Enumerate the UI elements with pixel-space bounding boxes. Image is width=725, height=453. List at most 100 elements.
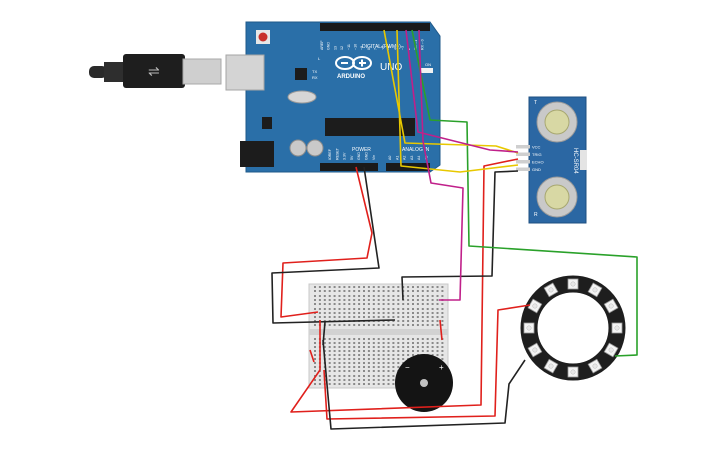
breadboard-hole[interactable]: [314, 379, 316, 381]
breadboard-hole[interactable]: [426, 312, 429, 314]
wire-gnd-to-breadboard[interactable]: [271, 166, 396, 324]
breadboard-hole[interactable]: [372, 295, 375, 297]
breadboard-hole[interactable]: [363, 350, 365, 352]
breadboard-hole[interactable]: [436, 346, 439, 348]
breadboard-hole[interactable]: [387, 375, 390, 377]
breadboard-hole[interactable]: [318, 312, 321, 314]
breadboard-hole[interactable]: [372, 383, 375, 385]
breadboard-hole[interactable]: [333, 308, 336, 310]
breadboard-hole[interactable]: [323, 290, 326, 292]
breadboard-hole[interactable]: [318, 379, 321, 381]
breadboard-hole[interactable]: [338, 295, 341, 297]
breadboard-hole[interactable]: [348, 295, 351, 297]
breadboard-hole[interactable]: [314, 370, 316, 372]
breadboard-hole[interactable]: [436, 338, 439, 340]
breadboard-hole[interactable]: [343, 324, 346, 326]
breadboard-hole[interactable]: [328, 370, 331, 372]
breadboard-hole[interactable]: [416, 346, 419, 348]
breadboard-hole[interactable]: [343, 299, 346, 301]
wire-vcc-to-sensor[interactable]: [290, 158, 519, 413]
breadboard-hole[interactable]: [377, 303, 380, 305]
breadboard-hole[interactable]: [431, 303, 434, 305]
breadboard-hole[interactable]: [328, 383, 331, 385]
breadboard-hole[interactable]: [328, 346, 331, 348]
breadboard-hole[interactable]: [412, 320, 414, 322]
breadboard-hole[interactable]: [338, 383, 341, 385]
breadboard-hole[interactable]: [367, 383, 370, 385]
breadboard-hole[interactable]: [431, 346, 434, 348]
breadboard-hole[interactable]: [402, 350, 405, 352]
breadboard-hole[interactable]: [353, 350, 356, 352]
breadboard-hole[interactable]: [367, 375, 370, 377]
breadboard-hole[interactable]: [441, 350, 444, 352]
breadboard-hole[interactable]: [353, 358, 356, 360]
breadboard-hole[interactable]: [323, 316, 326, 318]
breadboard-hole[interactable]: [363, 312, 365, 314]
wire-gnd-to-sensor[interactable]: [401, 170, 519, 301]
breadboard-hole[interactable]: [323, 312, 326, 314]
breadboard-hole[interactable]: [421, 324, 424, 326]
breadboard-hole[interactable]: [367, 354, 370, 356]
breadboard-hole[interactable]: [323, 286, 326, 288]
breadboard-hole[interactable]: [392, 350, 395, 352]
breadboard-hole[interactable]: [353, 346, 356, 348]
breadboard-hole[interactable]: [426, 290, 429, 292]
breadboard-hole[interactable]: [416, 350, 419, 352]
breadboard-hole[interactable]: [402, 342, 405, 344]
breadboard-hole[interactable]: [338, 316, 341, 318]
breadboard-hole[interactable]: [392, 362, 395, 364]
breadboard-hole[interactable]: [328, 316, 331, 318]
breadboard-hole[interactable]: [333, 299, 336, 301]
breadboard-hole[interactable]: [363, 308, 365, 310]
breadboard-hole[interactable]: [402, 324, 405, 326]
breadboard-hole[interactable]: [363, 346, 365, 348]
breadboard-hole[interactable]: [416, 338, 419, 340]
breadboard-hole[interactable]: [333, 324, 336, 326]
breadboard-hole[interactable]: [314, 362, 316, 364]
breadboard-hole[interactable]: [441, 290, 444, 292]
breadboard-hole[interactable]: [353, 312, 356, 314]
breadboard-hole[interactable]: [333, 290, 336, 292]
breadboard-hole[interactable]: [397, 286, 400, 288]
breadboard-hole[interactable]: [314, 308, 316, 310]
breadboard-hole[interactable]: [377, 316, 380, 318]
breadboard-hole[interactable]: [392, 312, 395, 314]
breadboard-hole[interactable]: [441, 295, 444, 297]
breadboard-hole[interactable]: [436, 320, 439, 322]
breadboard-hole[interactable]: [377, 290, 380, 292]
breadboard-hole[interactable]: [382, 358, 385, 360]
wire-bb-red-jumper-2[interactable]: [309, 349, 315, 363]
breadboard-hole[interactable]: [314, 354, 316, 356]
wire-data-to-neopixel[interactable]: [411, 29, 638, 357]
breadboard-hole[interactable]: [372, 379, 375, 381]
breadboard-hole[interactable]: [353, 295, 356, 297]
breadboard-hole[interactable]: [363, 303, 365, 305]
breadboard-hole[interactable]: [367, 370, 370, 372]
breadboard-hole[interactable]: [328, 290, 331, 292]
breadboard-hole[interactable]: [382, 370, 385, 372]
breadboard-hole[interactable]: [363, 342, 365, 344]
breadboard-hole[interactable]: [314, 350, 316, 352]
breadboard-hole[interactable]: [353, 375, 356, 377]
breadboard-hole[interactable]: [358, 303, 361, 305]
breadboard-hole[interactable]: [372, 346, 375, 348]
breadboard-hole[interactable]: [314, 358, 316, 360]
breadboard-hole[interactable]: [343, 286, 346, 288]
breadboard-hole[interactable]: [358, 342, 361, 344]
breadboard-hole[interactable]: [382, 350, 385, 352]
wire-echo[interactable]: [396, 29, 519, 173]
breadboard-hole[interactable]: [397, 295, 400, 297]
breadboard-hole[interactable]: [392, 320, 395, 322]
breadboard-hole[interactable]: [441, 308, 444, 310]
breadboard-hole[interactable]: [431, 290, 434, 292]
breadboard-hole[interactable]: [318, 290, 321, 292]
breadboard-hole[interactable]: [441, 316, 444, 318]
breadboard-hole[interactable]: [372, 342, 375, 344]
breadboard-hole[interactable]: [314, 342, 316, 344]
breadboard-hole[interactable]: [392, 358, 395, 360]
breadboard-hole[interactable]: [436, 295, 439, 297]
breadboard-hole[interactable]: [397, 320, 400, 322]
breadboard-hole[interactable]: [441, 324, 444, 326]
breadboard-hole[interactable]: [377, 286, 380, 288]
breadboard-hole[interactable]: [382, 286, 385, 288]
